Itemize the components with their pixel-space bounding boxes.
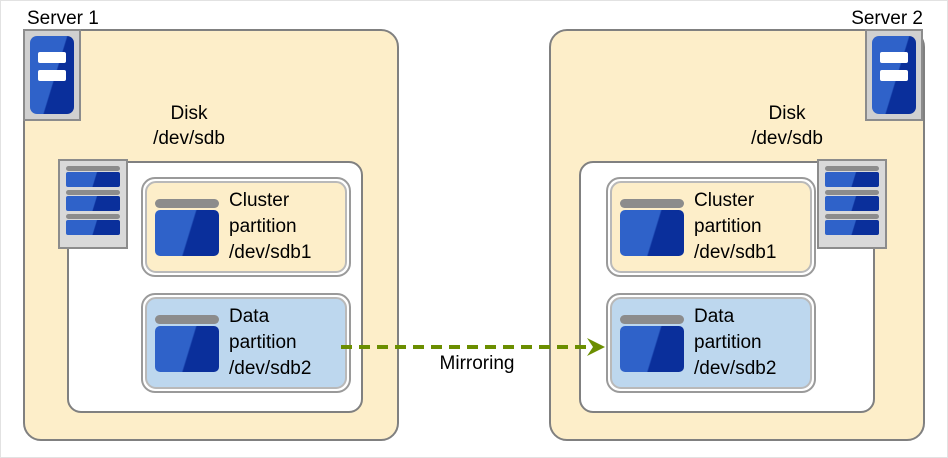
server-1-cluster-partition[interactable]: Cluster partition /dev/sdb1 [141,177,351,277]
disk-partition-icon [620,198,684,256]
server-1-disk-title-line: Disk [170,103,208,124]
partition-text-line-3: /dev/sdb1 [229,242,312,263]
server-2-disk-title-line: Disk [768,103,806,124]
mirroring-label: Mirroring [439,353,515,374]
partition-text-line-3: /dev/sdb2 [694,358,777,379]
server-2-data-partition[interactable]: Data partition /dev/sdb2 [606,293,816,393]
partition-text-line-1: Cluster [694,190,755,211]
server-1-data-partition[interactable]: Data partition /dev/sdb2 [141,293,351,393]
disk-partition-icon [155,198,219,256]
server-1-label: Server 1 [27,8,99,29]
partition-text-line-3: /dev/sdb1 [694,242,777,263]
disk-partition-icon [155,314,219,372]
mirroring-arrow [341,338,605,356]
partition-text-line-2: partition [694,216,762,237]
server-2-cluster-partition-text: Cluster partition /dev/sdb1 [694,188,776,266]
disk-partition-icon [620,314,684,372]
partition-text-line-1: Cluster [229,190,290,211]
disk-stack-icon [817,159,887,249]
partition-text-line-1: Data [229,306,270,327]
server-2-data-partition-inner: Data partition /dev/sdb2 [610,297,812,389]
disk-stack-icon [58,159,128,249]
server-2-cluster-partition[interactable]: Cluster partition /dev/sdb1 [606,177,816,277]
server-2-disk-title: Disk /dev/sdb [687,101,887,151]
arrow-right-icon [587,338,605,356]
server-2-cluster-partition-inner: Cluster partition /dev/sdb1 [610,181,812,273]
server-1-disk-title: Disk /dev/sdb [89,101,289,151]
server-machine-icon [865,29,923,121]
server-machine-icon [23,29,81,121]
server-2-disk-device-line: /dev/sdb [751,128,823,149]
server-1-cluster-partition-inner: Cluster partition /dev/sdb1 [145,181,347,273]
server-2-label: Server 2 [851,8,923,29]
server-2-data-partition-text: Data partition /dev/sdb2 [694,304,776,382]
server-1-disk-device-line: /dev/sdb [153,128,225,149]
partition-text-line-2: partition [229,332,297,353]
partition-text-line-2: partition [229,216,297,237]
server-1-cluster-partition-text: Cluster partition /dev/sdb1 [229,188,311,266]
server-1-data-partition-text: Data partition /dev/sdb2 [229,304,311,382]
partition-text-line-2: partition [694,332,762,353]
server-1-data-partition-inner: Data partition /dev/sdb2 [145,297,347,389]
partition-text-line-3: /dev/sdb2 [229,358,312,379]
partition-text-line-1: Data [694,306,735,327]
